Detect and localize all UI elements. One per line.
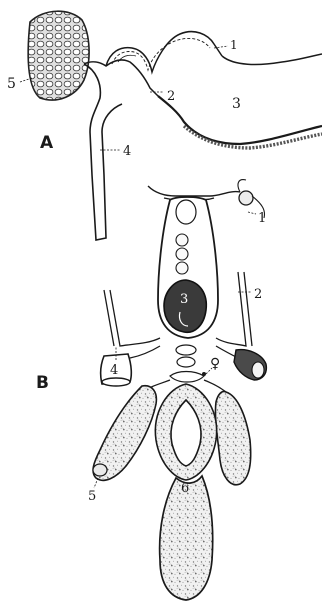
- figure-b-left-canal: [104, 290, 160, 346]
- figure-b-label-4: 4: [110, 363, 118, 378]
- figure-a-label-3: 3: [232, 96, 241, 112]
- figure-a-panel-label: A: [40, 133, 54, 153]
- figure-b-label-3: 3: [180, 292, 188, 307]
- figure-b: 1 2 3 4 5 6 ♀ B: [36, 180, 266, 600]
- figure-b-female-marker-dot: [202, 372, 206, 376]
- figure-b-right-lobe: [215, 391, 250, 484]
- figure-a-label-5: 5: [7, 76, 16, 92]
- figure-b-node: [177, 357, 195, 367]
- figure-b-right-canal: [216, 272, 252, 346]
- figure-b-top-vessel: [148, 186, 240, 196]
- figure-a-gland: [28, 11, 89, 100]
- figure-b-label-6: 6: [181, 481, 189, 496]
- figure-b-bead: [176, 262, 188, 274]
- figure-b-female-symbol: ♀: [210, 356, 220, 372]
- figure-b-label-5: 5: [88, 489, 96, 504]
- figure-b-panel-label: B: [36, 373, 49, 393]
- figure-a-label-2: 2: [167, 89, 175, 104]
- figure-b-bead: [176, 248, 188, 260]
- figure-b-small-knob: [239, 191, 253, 205]
- figure-a-label-4: 4: [123, 144, 131, 159]
- figure-b-diamond-ring: [155, 384, 216, 480]
- figure-b-label-2: 2: [254, 287, 262, 302]
- figure-a: 1 2 3 4 5 A: [7, 11, 322, 240]
- figure-b-label-1: 1: [258, 211, 266, 226]
- figure-a-label-1: 1: [230, 38, 238, 52]
- figure-a-coiled-vessel: [106, 32, 222, 72]
- figure-b-bead: [176, 234, 188, 246]
- figure-b-node: [176, 345, 196, 355]
- figure-b-top-oval: [176, 200, 196, 224]
- figure-a-duct: [84, 64, 122, 240]
